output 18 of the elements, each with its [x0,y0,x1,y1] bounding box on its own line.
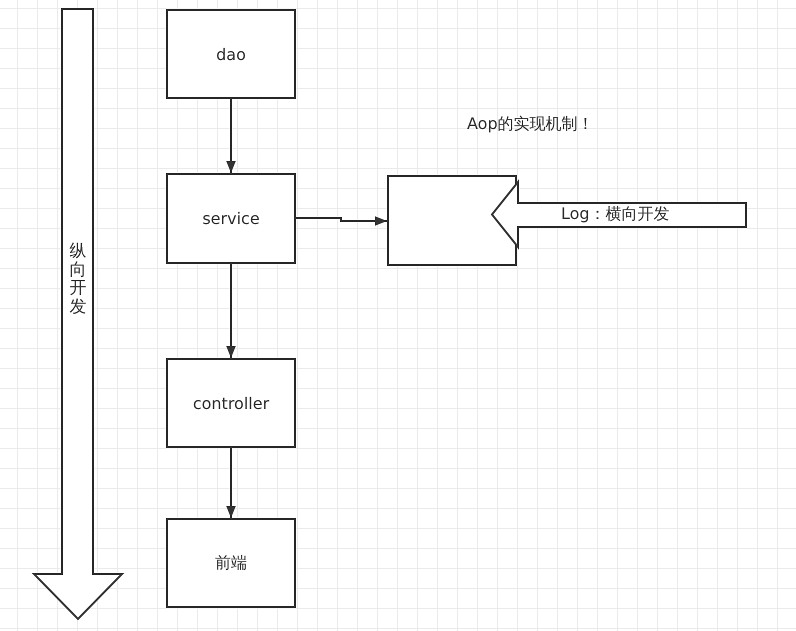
note-text: Aop的实现机制！ [467,114,594,135]
arrow [226,264,236,358]
horizontal-block-arrow [491,181,747,248]
arrow [296,216,387,226]
node-label: service [202,209,260,228]
process-box [166,518,296,608]
process-box [166,358,296,448]
process-box [166,9,296,99]
arrow [226,99,236,173]
vertical-block-arrow [33,8,123,620]
node-label: 纵向开发 [70,242,86,317]
arrow [226,448,236,518]
process-box [387,175,517,266]
process-box [166,173,296,264]
node-label: 前端 [215,552,247,574]
node-label: Log：横向开发 [561,204,670,225]
node-label: dao [216,44,246,64]
node-label: controller [192,394,270,412]
